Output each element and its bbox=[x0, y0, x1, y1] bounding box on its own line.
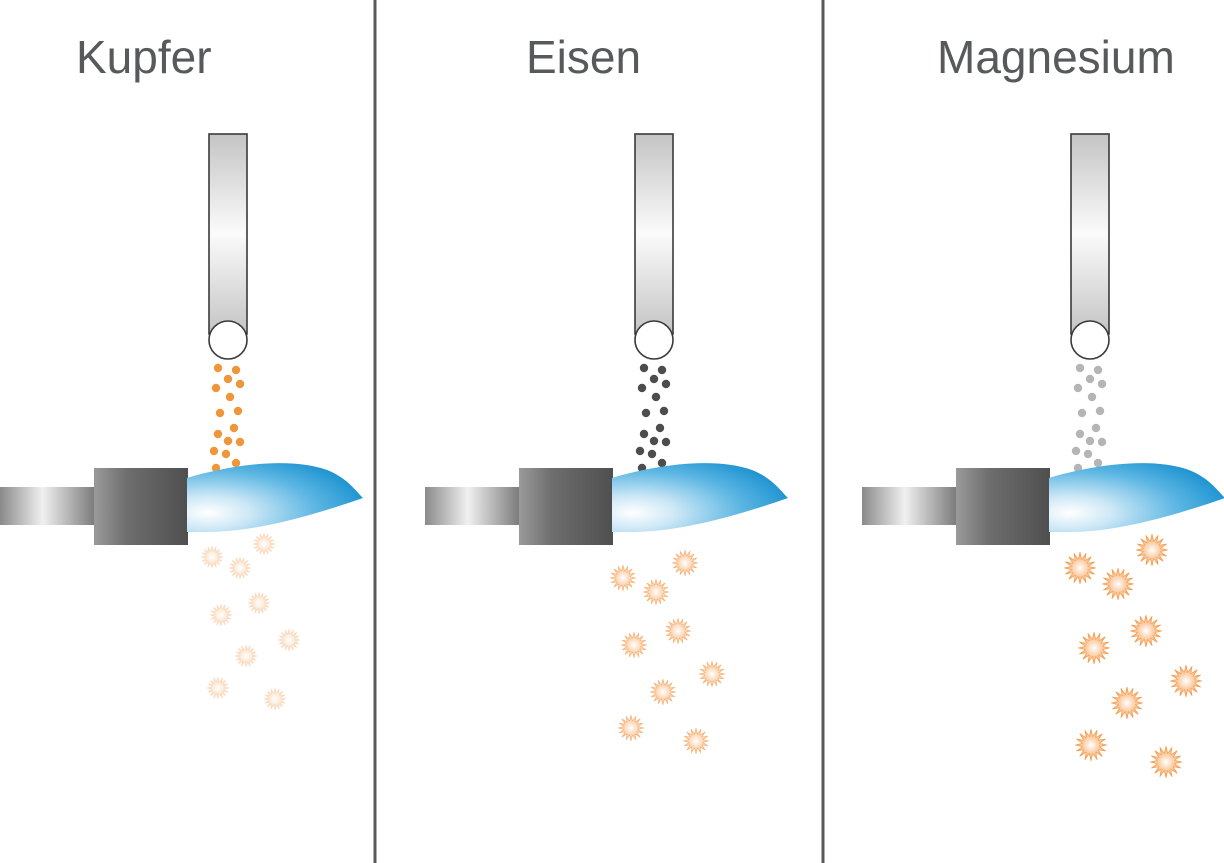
powder-particle bbox=[223, 436, 233, 446]
flame-test-kupfer bbox=[0, 133, 363, 711]
powder-particle bbox=[233, 406, 243, 416]
spark-icon bbox=[234, 644, 258, 668]
spark-icon bbox=[1110, 686, 1144, 720]
powder-particle bbox=[641, 408, 651, 418]
powder-particle bbox=[1073, 463, 1083, 473]
glass-tube-icon bbox=[208, 133, 248, 360]
spark-icon bbox=[228, 556, 252, 580]
powder-particle bbox=[1085, 374, 1095, 384]
powder-particle bbox=[1075, 363, 1085, 373]
powder-particle bbox=[1095, 406, 1105, 416]
powder-particle bbox=[1097, 437, 1107, 447]
powder-particle bbox=[659, 406, 669, 416]
spark-icon bbox=[1135, 533, 1169, 567]
spark-icon bbox=[642, 578, 670, 606]
powder-particle bbox=[1085, 436, 1095, 446]
flame-icon bbox=[612, 463, 788, 532]
powder-particle bbox=[1097, 379, 1107, 389]
powder-particle bbox=[657, 458, 667, 468]
spark-icon bbox=[617, 714, 645, 742]
spark-icon bbox=[649, 678, 677, 706]
powder-particle bbox=[1093, 365, 1103, 375]
powder-particle bbox=[649, 436, 659, 446]
spark-icon bbox=[1077, 631, 1111, 665]
glass-tube-icon bbox=[1070, 133, 1110, 360]
spark-icon bbox=[609, 564, 637, 592]
powder-particle bbox=[647, 449, 657, 459]
spark-icon bbox=[671, 549, 699, 577]
powder-particle bbox=[235, 437, 245, 447]
spark-icon bbox=[1129, 614, 1163, 648]
spark-icon bbox=[1074, 728, 1108, 762]
powder-particle bbox=[215, 408, 225, 418]
spark-icon bbox=[200, 545, 224, 569]
powder-particle bbox=[1093, 458, 1103, 468]
powder-particle bbox=[657, 365, 667, 375]
spark-icon bbox=[1101, 567, 1135, 601]
powder-stream bbox=[209, 363, 245, 473]
spark-icon bbox=[698, 660, 726, 688]
powder-particle bbox=[1077, 408, 1087, 418]
powder-particle bbox=[661, 437, 671, 447]
powder-particle bbox=[221, 449, 231, 459]
powder-particle bbox=[229, 423, 239, 433]
spark-icon bbox=[682, 727, 710, 755]
powder-stream bbox=[1071, 363, 1107, 473]
spark-icon bbox=[620, 631, 648, 659]
bunsen-burner-icon bbox=[862, 468, 1050, 545]
bunsen-burner-icon bbox=[0, 468, 188, 545]
flame-test-eisen bbox=[425, 133, 788, 755]
panel-title-magnesium: Magnesium bbox=[937, 31, 1175, 83]
powder-stream bbox=[635, 363, 671, 473]
powder-particle bbox=[1087, 392, 1097, 402]
powder-particle bbox=[225, 392, 235, 402]
powder-particle bbox=[235, 379, 245, 389]
spark-icon bbox=[209, 603, 233, 627]
powder-particle bbox=[213, 363, 223, 373]
spark-icon bbox=[1149, 745, 1183, 779]
powder-particle bbox=[1073, 383, 1083, 393]
spark-icon bbox=[206, 676, 230, 700]
powder-particle bbox=[649, 374, 659, 384]
powder-particle bbox=[231, 458, 241, 468]
apparatus-layer bbox=[0, 133, 1224, 779]
powder-particle bbox=[635, 446, 645, 456]
powder-particle bbox=[1083, 449, 1093, 459]
powder-particle bbox=[1075, 429, 1085, 439]
panel-title-kupfer: Kupfer bbox=[76, 31, 212, 83]
bunsen-burner-icon bbox=[425, 468, 613, 545]
flame-icon bbox=[187, 463, 363, 532]
spark-cluster-weak bbox=[200, 532, 301, 711]
panel-title-eisen: Eisen bbox=[526, 31, 642, 83]
spark-cluster-strong bbox=[1063, 533, 1203, 779]
powder-particle bbox=[651, 392, 661, 402]
spark-icon bbox=[252, 532, 276, 556]
powder-particle bbox=[655, 423, 665, 433]
spark-cluster-medium bbox=[609, 549, 726, 755]
powder-particle bbox=[637, 383, 647, 393]
spark-icon bbox=[247, 591, 271, 615]
powder-particle bbox=[231, 365, 241, 375]
spark-icon bbox=[277, 628, 301, 652]
glass-tube-icon bbox=[634, 133, 674, 360]
powder-particle bbox=[661, 379, 671, 389]
spark-icon bbox=[1169, 664, 1203, 698]
powder-particle bbox=[223, 374, 233, 384]
powder-particle bbox=[1071, 446, 1081, 456]
powder-particle bbox=[211, 383, 221, 393]
spark-icon bbox=[263, 687, 287, 711]
powder-particle bbox=[211, 463, 221, 473]
flame-icon bbox=[1049, 463, 1224, 532]
powder-particle bbox=[213, 429, 223, 439]
powder-particle bbox=[1091, 423, 1101, 433]
flame-test-magnesium bbox=[862, 133, 1224, 779]
powder-particle bbox=[209, 446, 219, 456]
powder-particle bbox=[639, 363, 649, 373]
powder-particle bbox=[639, 429, 649, 439]
spark-icon bbox=[1063, 551, 1097, 585]
spark-icon bbox=[664, 617, 692, 645]
